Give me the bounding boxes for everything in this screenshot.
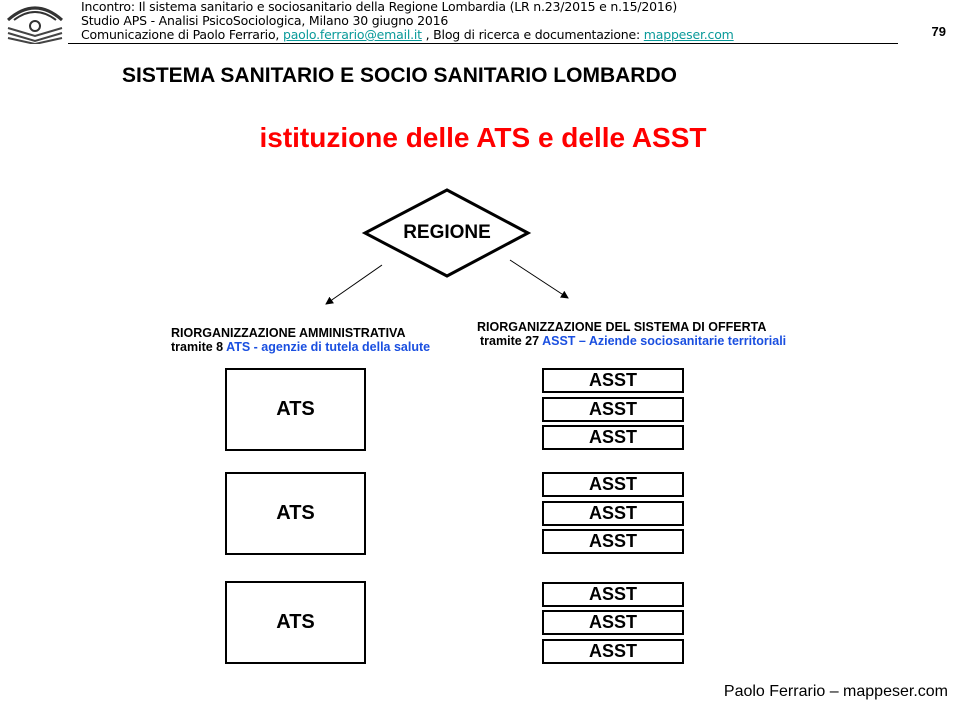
asst-box: ASST (542, 501, 684, 526)
asst-box: ASST (542, 582, 684, 607)
email-link[interactable]: paolo.ferrario@email.it (282, 27, 422, 42)
left-heading: RIORGANIZZAZIONE AMMINISTRATIVA (171, 326, 406, 340)
header-line-3: Comunicazione di Paolo Ferrario, (81, 27, 283, 42)
ats-box: ATS (225, 581, 366, 664)
regione-diamond (361, 188, 532, 278)
right-heading-block: RIORGANIZZAZIONE DEL SISTEMA DI OFFERTA … (477, 320, 786, 348)
header-line-3-mid: , Blog di ricerca e documentazione: (421, 27, 644, 42)
right-desc: ASST – Aziende sociosanitarie territoria… (542, 334, 787, 348)
right-prefix: tramite 27 (480, 334, 543, 348)
right-heading: RIORGANIZZAZIONE DEL SISTEMA DI OFFERTA (477, 320, 767, 334)
asst-box: ASST (542, 472, 684, 497)
arrow-right (509, 259, 569, 299)
ats-box: ATS (225, 472, 366, 555)
header-text: Incontro: Il sistema sanitario e sociosa… (81, 0, 734, 42)
left-heading-block: RIORGANIZZAZIONE AMMINISTRATIVA tramite … (171, 326, 430, 354)
asst-box: ASST (542, 529, 684, 554)
asst-box: ASST (542, 610, 684, 635)
left-prefix: tramite 8 (171, 340, 227, 354)
arrow-left (325, 264, 383, 305)
page-number: 79 (931, 24, 946, 39)
left-desc: ATS - agenzie di tutela della salute (226, 340, 431, 354)
header-line-2: Studio APS - Analisi PsicoSociologica, M… (81, 13, 449, 28)
header-divider (68, 43, 898, 44)
slide-title: SISTEMA SANITARIO E SOCIO SANITARIO LOMB… (122, 64, 677, 87)
asst-box: ASST (542, 368, 684, 393)
asst-box: ASST (542, 397, 684, 422)
blog-link[interactable]: mappeser.com (643, 27, 734, 42)
regione-label: REGIONE (403, 222, 491, 243)
footer-credit: Paolo Ferrario – mappeser.com (723, 683, 948, 700)
ats-box: ATS (225, 368, 366, 451)
header-line-1: Incontro: Il sistema sanitario e sociosa… (81, 0, 678, 14)
asst-box: ASST (542, 425, 684, 450)
logo-icon (7, 6, 63, 44)
asst-box: ASST (542, 639, 684, 664)
slide-subtitle: istituzione delle ATS e delle ASST (259, 122, 707, 153)
